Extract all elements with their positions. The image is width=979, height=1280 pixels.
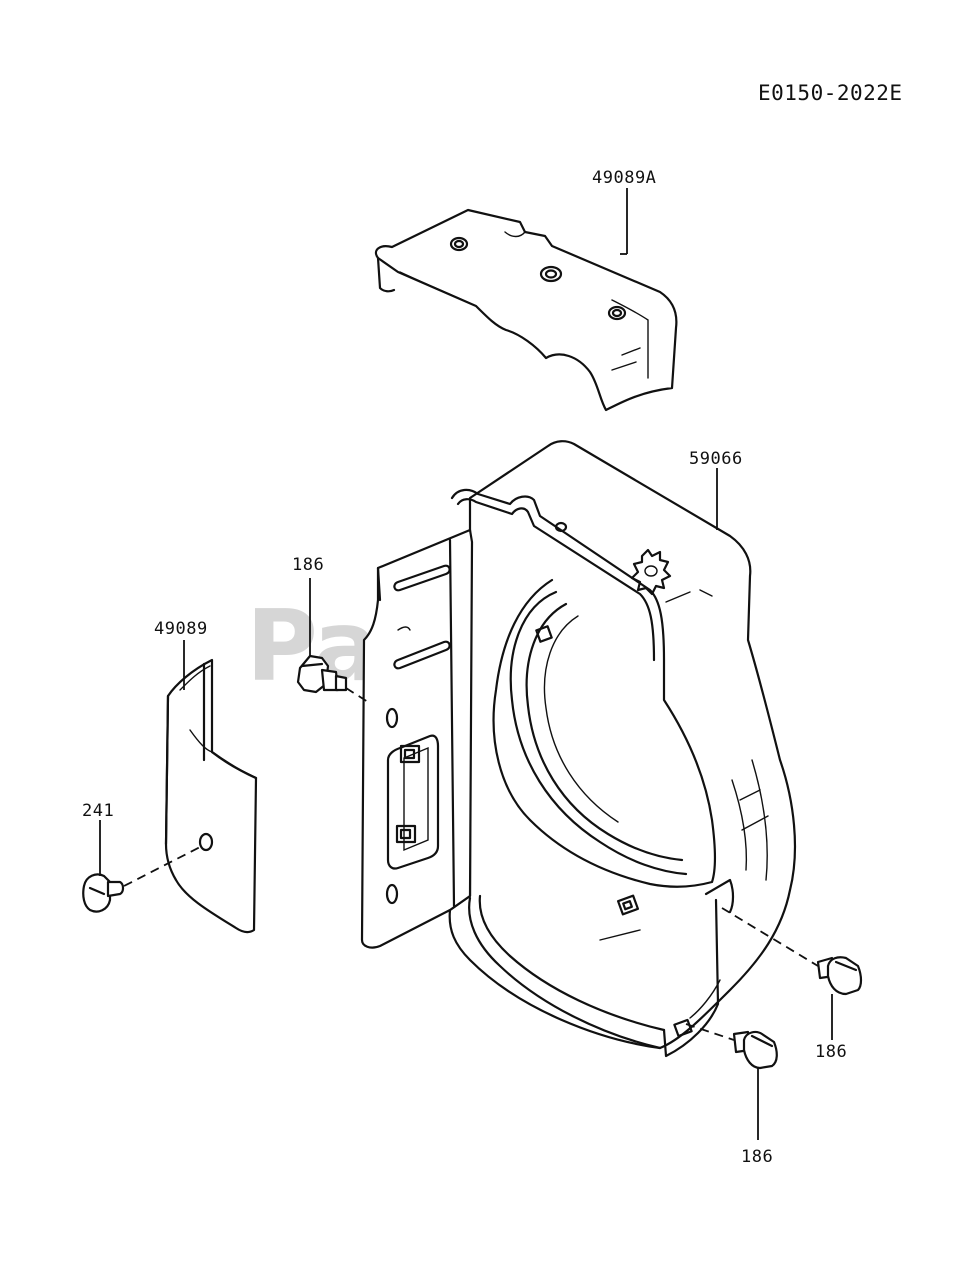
bracket-top-drawing[interactable] (374, 208, 678, 412)
part-label-241[interactable]: 241 (82, 801, 114, 821)
part-label-49089A[interactable]: 49089A (592, 168, 656, 188)
part-label-186-bottom[interactable]: 186 (741, 1147, 773, 1167)
part-label-186-right[interactable]: 186 (815, 1042, 847, 1062)
drawing-code: E0150-2022E (758, 81, 903, 105)
bolt-right-axis (721, 907, 819, 967)
part-label-186-center[interactable]: 186 (292, 555, 324, 575)
bolt-center-axis (345, 687, 369, 703)
bolt-bottom-axis (685, 1023, 735, 1041)
screw-left-drawing[interactable] (82, 873, 125, 913)
part-label-59066[interactable]: 59066 (689, 449, 743, 469)
shroud-drawing[interactable] (448, 440, 797, 1058)
bolt-bottom-drawing[interactable] (732, 1030, 778, 1070)
part-label-49089[interactable]: 49089 (154, 619, 208, 639)
cover-plate-drawing[interactable] (164, 658, 258, 934)
bolt-right-drawing[interactable] (816, 956, 863, 996)
bolt-center-drawing[interactable] (296, 654, 348, 694)
shroud-side-plate[interactable] (360, 528, 474, 949)
